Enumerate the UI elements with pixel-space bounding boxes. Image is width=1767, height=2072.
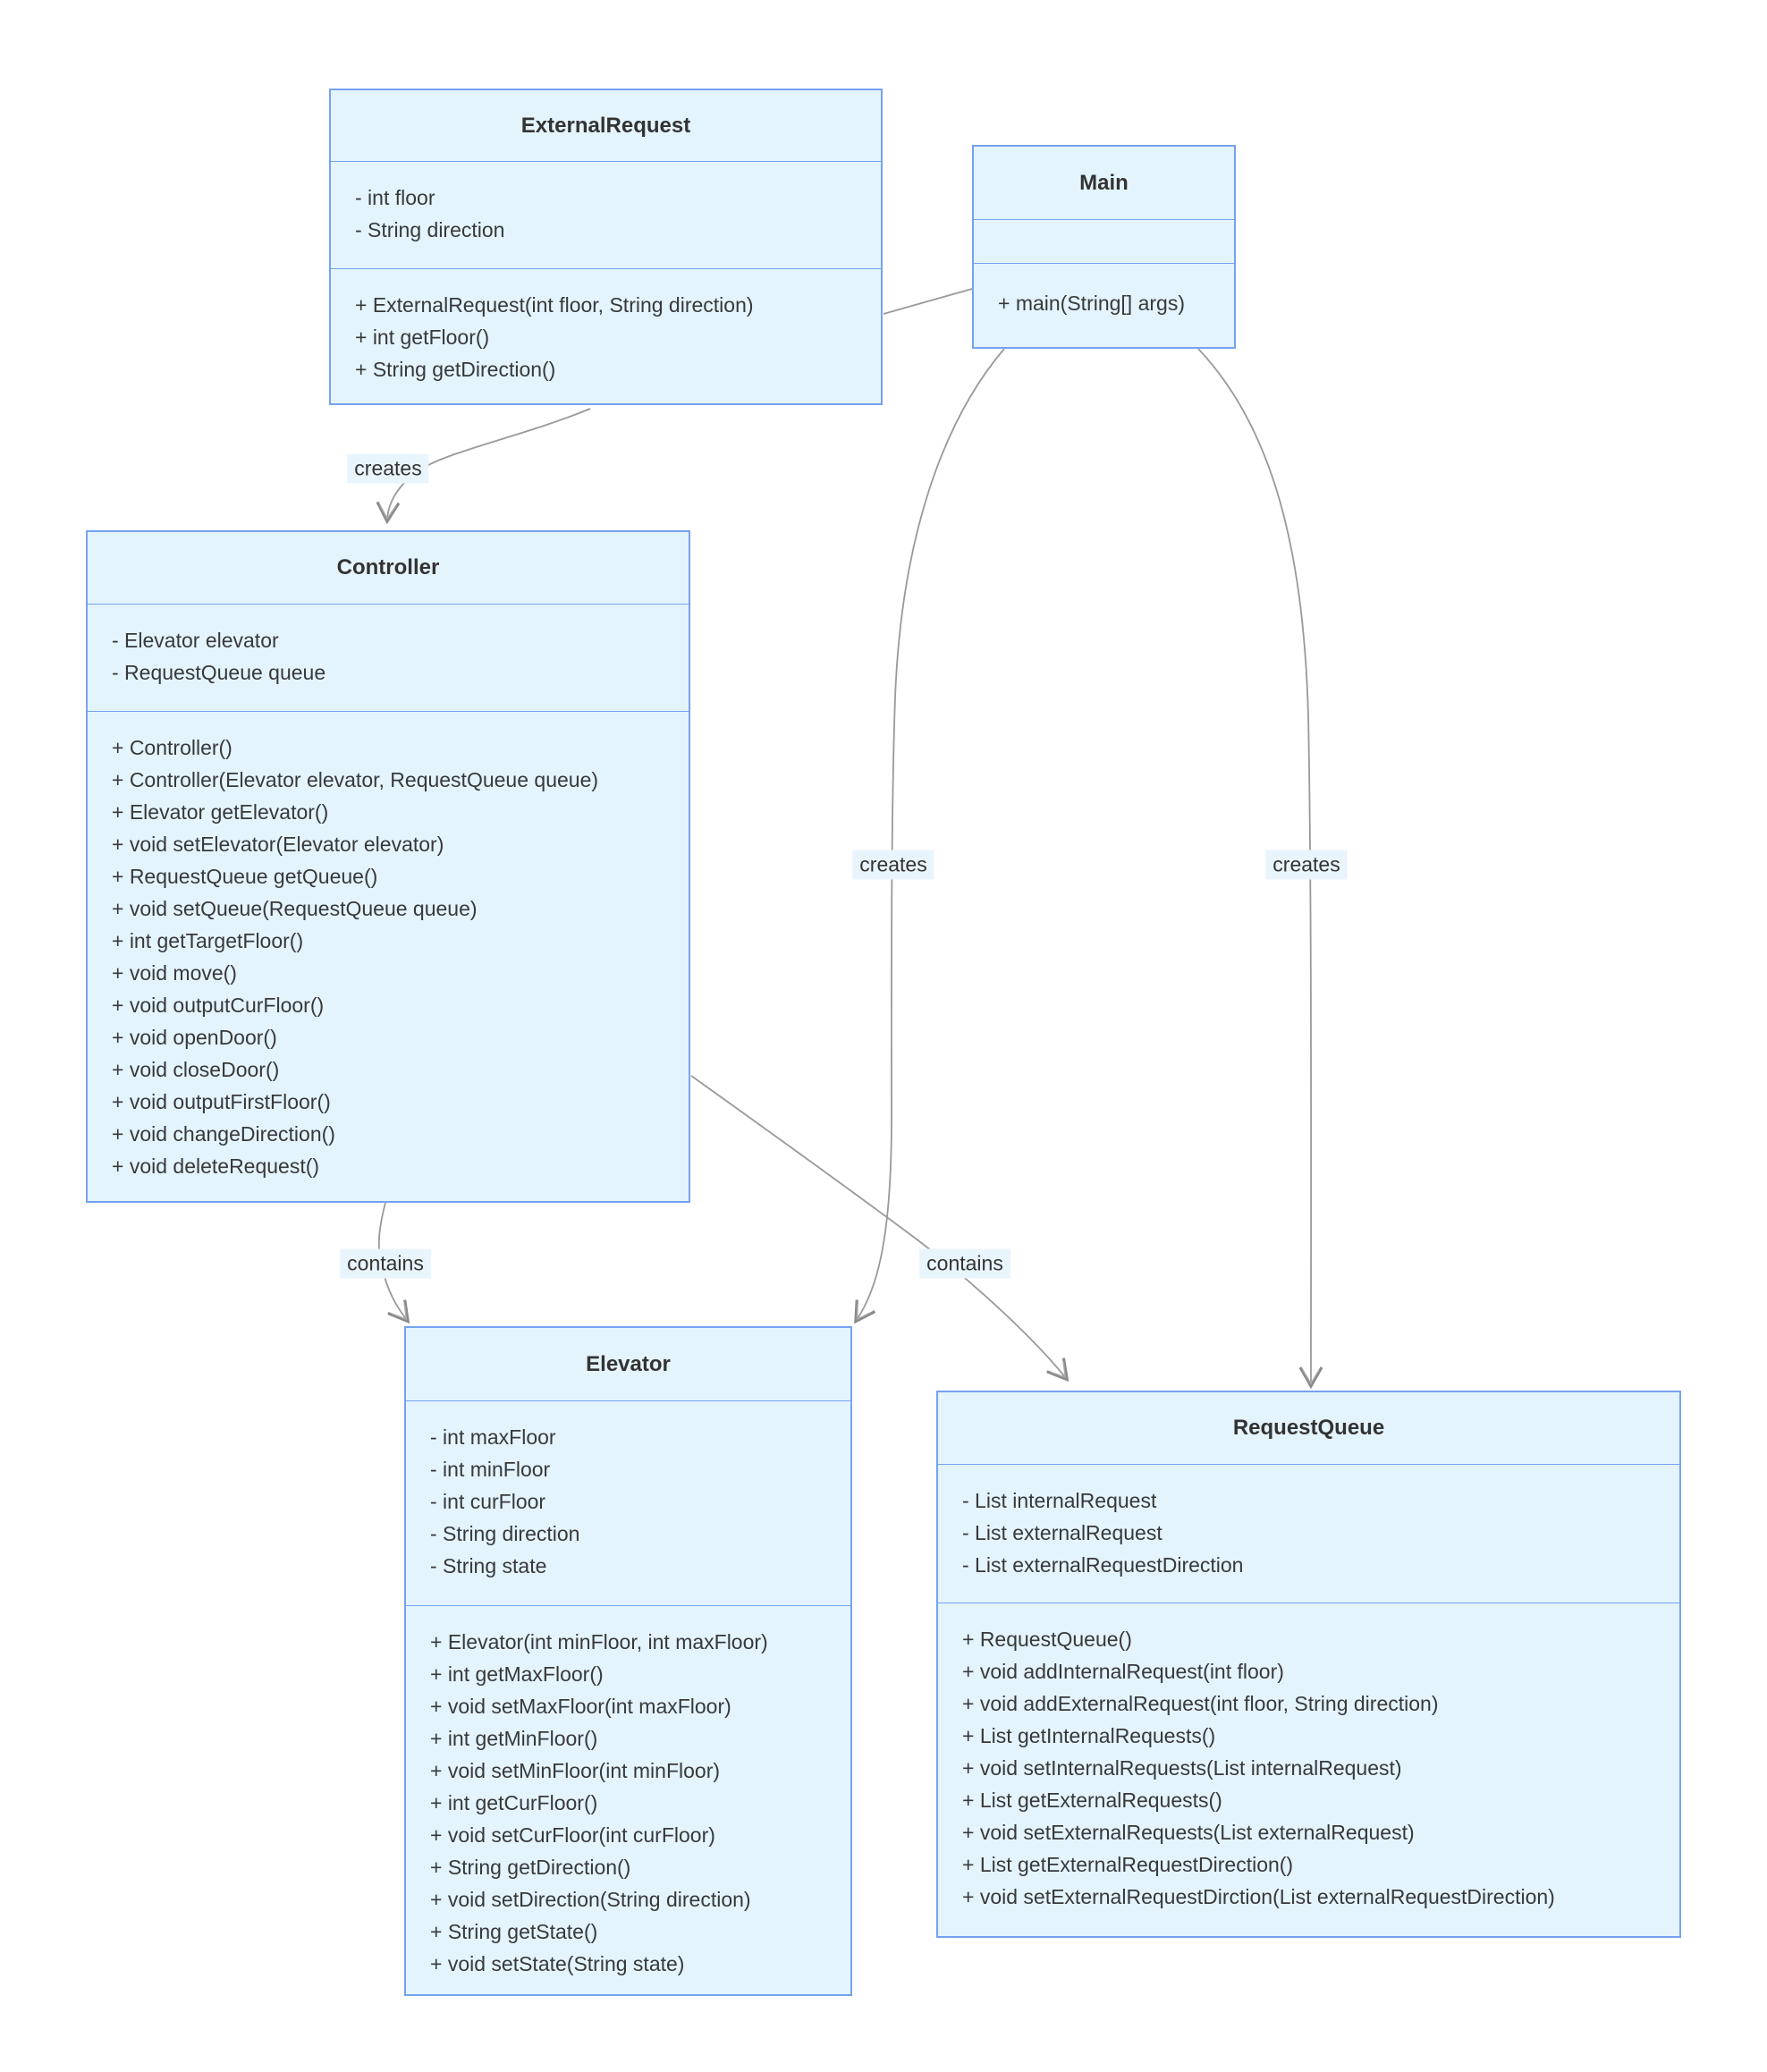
class-member: + Elevator getElevator() [112,800,329,824]
class-attributes: - List internalRequest - List externalReq… [938,1465,1679,1603]
edge-label-contains-elevator: contains [340,1248,431,1279]
class-member: + void setElevator(Elevator elevator) [112,833,444,856]
class-member: + Elevator(int minFloor, int maxFloor) [430,1630,768,1653]
class-member: + void changeDirection() [112,1122,335,1146]
class-member: - int curFloor [430,1490,546,1513]
class-title: Main [974,147,1234,220]
class-member: + int getCurFloor() [430,1791,598,1814]
class-methods: + main(String[] args) [974,264,1234,347]
class-member: + List getExternalRequests() [962,1789,1222,1812]
class-member: - String state [430,1554,547,1577]
class-member: + RequestQueue() [962,1628,1132,1651]
class-member: - int minFloor [430,1458,551,1481]
class-title: Controller [88,532,689,605]
class-member: + void setQueue(RequestQueue queue) [112,897,478,920]
class-member: + void setExternalRequestDirction(List e… [962,1885,1555,1908]
class-member: - int maxFloor [430,1425,556,1449]
class-attributes: - int floor - String direction [331,162,881,269]
class-member: + void setDirection(String direction) [430,1888,751,1911]
edge-main-externalrequest [883,288,973,315]
edge-label-creates-requestqueue: creates [1265,850,1348,880]
class-methods: + Elevator(int minFloor, int maxFloor) + … [406,1606,850,1994]
class-member: - List externalRequestDirection [962,1553,1244,1577]
class-title: ExternalRequest [331,90,881,162]
class-member: + int getMinFloor() [430,1727,598,1750]
class-member: - int floor [355,186,435,209]
class-member: + String getDirection() [355,358,556,381]
edge-label-creates-elevator: creates [852,850,934,880]
class-attributes [974,220,1234,264]
class-box-main: Main + main(String[] args) [972,145,1236,349]
edge-label-contains-requestqueue: contains [919,1248,1010,1279]
class-methods: + RequestQueue() + void addInternalReques… [938,1603,1679,1936]
class-member: + void openDoor() [112,1026,277,1049]
class-member: + void outputCurFloor() [112,994,325,1017]
class-member: + void setCurFloor(int curFloor) [430,1823,715,1847]
class-box-elevator: Elevator - int maxFloor- int minFloor- i… [404,1326,852,1996]
class-member: + ExternalRequest(int floor, String dire… [355,293,754,317]
edge-label-creates-controller: creates [347,453,429,484]
class-member: + void setState(String state) [430,1952,685,1975]
class-member: + void outputFirstFloor() [112,1090,331,1113]
class-member: + main(String[] args) [998,292,1185,315]
class-member: - Elevator elevator [112,629,279,652]
edge-main-creates-elevator [854,348,1005,1324]
class-title: Elevator [406,1328,850,1401]
class-member: + List getExternalRequestDirection() [962,1853,1294,1876]
class-box-controller: Controller - Elevator elevator - RequestQ… [86,530,690,1203]
class-attributes: - int maxFloor - int minFloor - int curFlo… [406,1401,850,1606]
class-member: + int getFloor() [355,326,490,349]
class-methods: + ExternalRequest(int floor, String dire… [331,269,881,403]
class-member: + int getTargetFloor() [112,929,304,952]
class-box-externalrequest: ExternalRequest - int floor - String dire… [329,89,883,405]
edge-controller-contains-requestqueue [690,1075,1070,1383]
class-member: + void setExternalRequests(List external… [962,1821,1415,1844]
class-member: + Controller() [112,736,232,759]
class-member: + void setMaxFloor(int maxFloor) [430,1695,731,1718]
class-member: - String direction [430,1522,580,1545]
class-member: - List internalRequest [962,1489,1157,1512]
edge-creates-controller [376,408,591,525]
class-member: + RequestQueue getQueue() [112,865,378,888]
class-methods: + Controller() + Controller(Elevator elev… [88,712,689,1201]
edge-main-creates-requestqueue [1197,348,1323,1390]
class-title: RequestQueue [938,1392,1679,1465]
class-member: + List getInternalRequests() [962,1724,1216,1747]
class-member: - String direction [355,218,505,241]
class-member: + void setMinFloor(int minFloor) [430,1759,721,1782]
class-member: + void closeDoor() [112,1058,280,1081]
class-box-requestqueue: RequestQueue - List internalRequest- Lis… [936,1391,1681,1938]
class-member: + void deleteRequest() [112,1154,320,1178]
class-member: + void addInternalRequest(int floor) [962,1660,1284,1683]
class-attributes: - Elevator elevator - RequestQueue queue [88,605,689,712]
class-member: + int getMaxFloor() [430,1662,604,1686]
class-member: + void move() [112,961,237,985]
class-member: + void addExternalRequest(int floor, Str… [962,1692,1439,1715]
class-member: + String getState() [430,1920,598,1943]
class-member: - List externalRequest [962,1521,1162,1544]
class-member: + void setInternalRequests(List internal… [962,1756,1402,1780]
class-member: + String getDirection() [430,1856,631,1879]
class-member: + Controller(Elevator elevator, RequestQ… [112,768,599,791]
class-member: - RequestQueue queue [112,661,326,684]
